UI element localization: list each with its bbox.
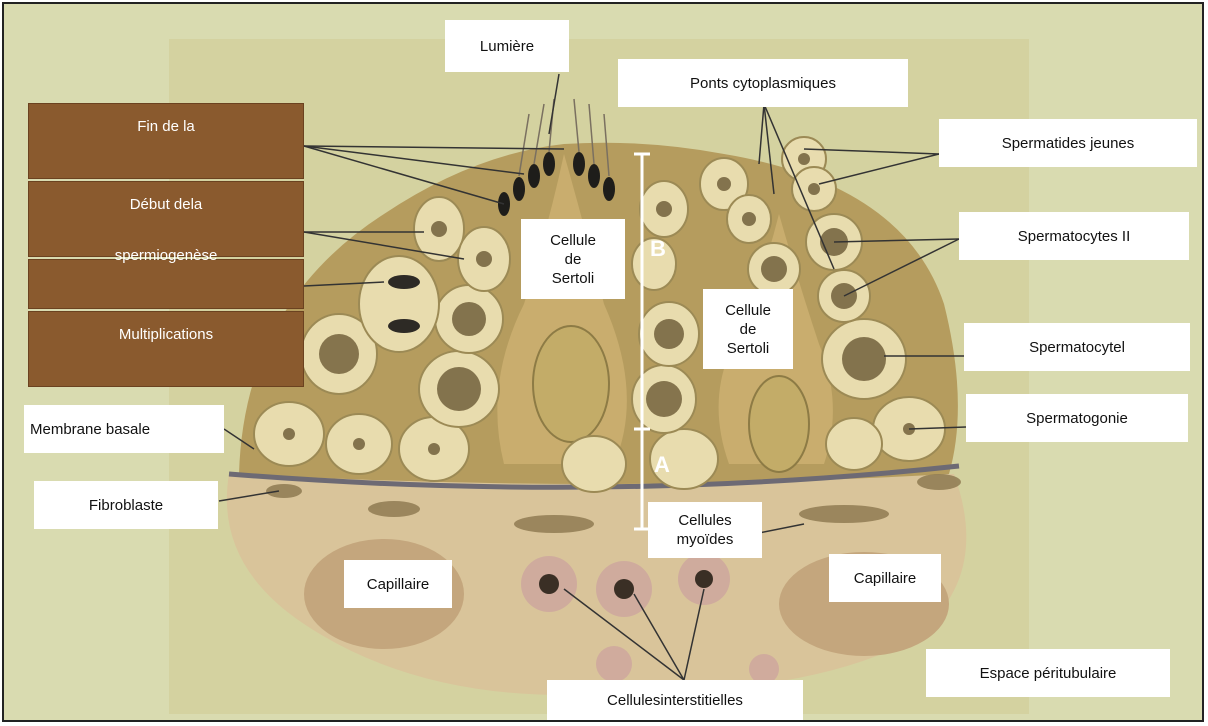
nucleus	[437, 367, 481, 411]
label-spermatocyte-i: Spermatocytel	[964, 323, 1190, 371]
spermatid-head	[543, 152, 555, 176]
label-cellule-de-sertoli-1: Cellule de Sertoli	[521, 219, 625, 299]
phase-box-debut: Début dela	[28, 181, 304, 257]
sertoli-nucleus	[533, 326, 609, 442]
label-capillaire-left: Capillaire	[344, 560, 452, 608]
spermatid-head	[528, 164, 540, 188]
myoid-cell	[266, 484, 302, 498]
chromosome-cluster	[388, 275, 420, 289]
nucleus	[798, 153, 810, 165]
label-spermatocytes-ii: Spermatocytes II	[959, 212, 1189, 260]
nucleus	[476, 251, 492, 267]
label-ponts-cytoplasmiques: Ponts cytoplasmiques	[618, 59, 908, 107]
nucleus	[654, 319, 684, 349]
myoid-cell	[917, 474, 961, 490]
label-lumiere: Lumière	[445, 20, 569, 72]
interstitial-nucleus	[695, 570, 713, 588]
spermatid-head	[588, 164, 600, 188]
label-fibroblaste: Fibroblaste	[34, 481, 218, 529]
interstitial-cell	[596, 646, 632, 682]
nucleus	[431, 221, 447, 237]
phase-spermiogenese-label: spermiogenèse	[28, 247, 304, 264]
nucleus	[808, 183, 820, 195]
cell	[562, 436, 626, 492]
myoid-cell	[368, 501, 420, 517]
nucleus	[717, 177, 731, 191]
myoid-cell	[799, 505, 889, 523]
nucleus	[656, 201, 672, 217]
label-cellules-myoides: Cellules myoïdes	[648, 502, 762, 558]
phase-multiplications-label: Multiplications	[119, 326, 213, 343]
label-cellules-interstitielles: Cellulesinterstitielles	[547, 680, 803, 720]
nucleus	[646, 381, 682, 417]
zone-b-label: B	[650, 236, 666, 262]
nucleus	[742, 212, 756, 226]
sertoli-nucleus	[749, 376, 809, 472]
chromosome-cluster	[388, 319, 420, 333]
label-spermatides-jeunes: Spermatides jeunes	[939, 119, 1197, 167]
nucleus	[842, 337, 886, 381]
phase-box-empty	[28, 259, 304, 309]
spermatid-head	[573, 152, 585, 176]
phase-debut-label: Début dela	[130, 196, 203, 213]
label-membrane-basale: Membrane basale	[24, 405, 224, 453]
phase-box-fin: Fin de la	[28, 103, 304, 179]
label-capillaire-right: Capillaire	[829, 554, 941, 602]
phase-box-multiplications: Multiplications	[28, 311, 304, 387]
interstitial-nucleus	[539, 574, 559, 594]
cell	[359, 256, 439, 352]
nucleus	[319, 334, 359, 374]
nucleus	[452, 302, 486, 336]
interstitial-nucleus	[614, 579, 634, 599]
nucleus	[283, 428, 295, 440]
nucleus	[761, 256, 787, 282]
zone-a-label: A	[654, 452, 670, 478]
spermatid-head	[603, 177, 615, 201]
nucleus	[353, 438, 365, 450]
nucleus	[428, 443, 440, 455]
myoid-cell	[514, 515, 594, 533]
spermatid-head	[513, 177, 525, 201]
phase-fin-label: Fin de la	[137, 118, 195, 135]
label-spermatogonie: Spermatogonie	[966, 394, 1188, 442]
label-cellule-de-sertoli-2: Cellule de Sertoli	[703, 289, 793, 369]
cell	[826, 418, 882, 470]
label-espace-peritubulaire: Espace péritubulaire	[926, 649, 1170, 697]
